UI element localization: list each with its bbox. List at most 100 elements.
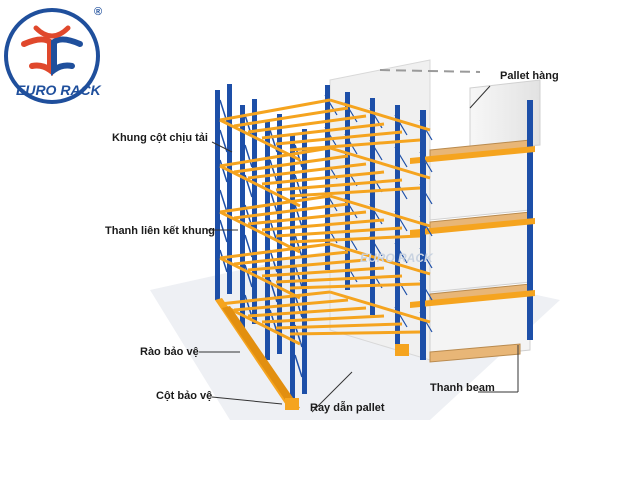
leader-column-frame — [211, 141, 233, 153]
pallet-rails — [219, 98, 431, 346]
brace-3-175 — [294, 174, 303, 198]
brace-back-3-307 — [394, 306, 408, 328]
brace-2-160 — [269, 159, 278, 183]
label-guard-rail: Rào bảo vệ — [140, 346, 199, 358]
brace-1-295 — [244, 294, 253, 318]
logo-brand-text: EURO RACK — [16, 82, 101, 98]
rail-4-2 — [247, 306, 367, 318]
upright-front-2 — [265, 120, 270, 360]
rail-1-2 — [247, 162, 367, 180]
rail-4-5 — [289, 330, 421, 336]
crossbeam-front-3 — [219, 256, 301, 300]
upright-front-0 — [215, 90, 220, 300]
load-box-top — [469, 79, 541, 151]
pallet-wood-4 — [429, 343, 521, 363]
brace-1-145 — [244, 144, 253, 168]
leader-pallet — [469, 85, 491, 109]
upright-back-2 — [370, 98, 375, 315]
rail-2-2 — [247, 210, 367, 226]
rail-4-0 — [219, 290, 331, 306]
rail-2-0 — [219, 194, 331, 214]
watermark-text: EURO RACK — [360, 251, 434, 265]
brace-0-190 — [219, 189, 228, 213]
brace-0-220 — [219, 219, 228, 243]
rail-4-4 — [275, 322, 403, 330]
rail-2-5 — [289, 234, 421, 244]
crossbeam-back-0 — [329, 98, 431, 132]
brace-2-190 — [269, 189, 278, 213]
crossbeam-front-0 — [219, 118, 301, 162]
brace-back-4-184 — [419, 183, 433, 205]
rail-1-0 — [219, 146, 331, 168]
rail-4-3 — [261, 314, 385, 324]
rail-1-1 — [233, 154, 349, 174]
right-beams — [410, 146, 535, 308]
crossbeam-back-1 — [329, 146, 431, 180]
leader-column-guard — [211, 396, 283, 405]
rail-3-0 — [219, 242, 331, 260]
brace-back-4-280 — [419, 279, 433, 301]
upright-front-b-1 — [252, 99, 257, 324]
leader-lines — [199, 85, 519, 413]
label-pallet-rail: Ray dẫn pallet — [310, 402, 385, 414]
rail-2-3 — [261, 218, 385, 232]
rail-0-2 — [247, 114, 367, 134]
brace-back-3-243 — [394, 242, 408, 264]
crossbeam-front-2 — [219, 210, 301, 254]
rail-3-4 — [275, 274, 403, 284]
guard-rail-base — [222, 306, 300, 410]
rail-1-3 — [261, 170, 385, 186]
label-column-guard: Cột bảo vệ — [156, 390, 213, 402]
rail-0-3 — [261, 122, 385, 140]
rail-3-2 — [247, 258, 367, 272]
crossbeam-back-4 — [329, 290, 431, 324]
logo-emblem-icon — [4, 8, 100, 104]
rail-1-5 — [289, 186, 421, 198]
crossbeam-front-4 — [219, 302, 301, 346]
brace-0-130 — [219, 129, 228, 153]
brace-3-355 — [294, 354, 303, 378]
registered-mark: ® — [94, 6, 103, 18]
brace-back-4-248 — [419, 247, 433, 269]
rail-0-4 — [275, 130, 403, 146]
brace-3-235 — [294, 234, 303, 258]
rail-0-0 — [219, 98, 331, 122]
brace-back-4-152 — [419, 151, 433, 173]
brace-back-3-211 — [394, 210, 408, 232]
upright-back-4 — [420, 110, 425, 360]
rail-2-4 — [275, 226, 403, 238]
leader-pallet-rail — [311, 371, 353, 413]
crossbeam-back-3 — [329, 242, 431, 276]
brace-back-0-95 — [324, 94, 338, 116]
rail-3-3 — [261, 266, 385, 278]
upright-front-b-0 — [227, 84, 232, 294]
rail-1-4 — [275, 178, 403, 192]
rail-3-1 — [233, 250, 349, 266]
rail-0-1 — [233, 106, 349, 128]
brace-back-3-147 — [394, 146, 408, 168]
crossbeam-back-2 — [329, 194, 431, 228]
back-panel-top-dash — [379, 69, 481, 73]
rail-2-1 — [233, 202, 349, 220]
label-column-frame: Khung cột chịu tải — [112, 132, 208, 144]
upright-back-3 — [395, 105, 400, 345]
brace-3-265 — [294, 264, 303, 288]
label-pallet: Pallet hàng — [500, 70, 559, 82]
brace-0-160 — [219, 159, 228, 183]
rail-3-5 — [289, 282, 421, 290]
brace-3-205 — [294, 204, 303, 228]
brace-back-3-115 — [394, 114, 408, 136]
label-beam: Thanh beam — [430, 382, 495, 394]
crossbeam-front-1 — [219, 164, 301, 208]
upright-front-b-2 — [277, 114, 282, 354]
rail-0-5 — [289, 138, 421, 152]
rail-4-1 — [233, 298, 349, 312]
column-guard-2 — [395, 344, 409, 356]
label-frame-brace: Thanh liên kết khung — [105, 225, 216, 237]
logo: EURO RACK ® — [2, 6, 102, 106]
brace-1-265 — [244, 264, 253, 288]
upright-front-b-3 — [302, 129, 307, 394]
brace-1-115 — [244, 114, 253, 138]
